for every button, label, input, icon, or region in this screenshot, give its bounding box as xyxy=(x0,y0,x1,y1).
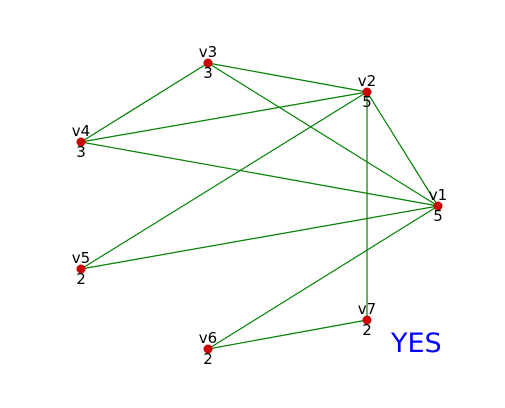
edge-v2-v4 xyxy=(80,91,368,143)
vertex-label-v6: v6 xyxy=(199,329,217,347)
vertex-degree-v5: 2 xyxy=(76,270,86,288)
vertex-v5 xyxy=(76,264,86,274)
edge-v2-v1 xyxy=(366,91,439,207)
verdict-text: YES xyxy=(390,328,442,359)
vertex-v3 xyxy=(203,58,213,68)
edge-v2-v5 xyxy=(80,91,368,270)
vertex-v6 xyxy=(203,344,213,354)
vertex-degree-v2: 5 xyxy=(362,93,372,111)
vertex-degree-v1: 5 xyxy=(433,207,443,225)
vertex-label-v5: v5 xyxy=(72,249,90,267)
vertex-v7 xyxy=(362,315,372,325)
edge-v3-v2 xyxy=(207,62,368,93)
label-layer: v1 5 v2 5 v3 3 v4 3 v5 2 v6 2 v7 2 xyxy=(72,43,447,368)
edge-v3-v1 xyxy=(207,62,439,207)
vertex-label-v3: v3 xyxy=(199,43,217,61)
edge-v6-v1 xyxy=(207,205,439,350)
vertex-degree-v7: 2 xyxy=(362,321,372,339)
edge-layer xyxy=(80,62,439,350)
vertex-v1 xyxy=(433,201,443,211)
vertex-degree-v6: 2 xyxy=(203,350,213,368)
vertex-v2 xyxy=(362,87,372,97)
vertex-label-v7: v7 xyxy=(358,300,376,318)
vertex-degree-v4: 3 xyxy=(76,143,86,161)
edge-v3-v4 xyxy=(80,62,209,143)
vertex-v4 xyxy=(76,137,86,147)
vertex-label-v1: v1 xyxy=(429,186,447,204)
vertex-degree-v3: 3 xyxy=(203,64,213,82)
vertex-layer xyxy=(76,58,443,354)
vertex-label-v2: v2 xyxy=(358,72,376,90)
edge-v6-v7 xyxy=(207,319,368,350)
vertex-label-v4: v4 xyxy=(72,122,90,140)
edge-v4-v1 xyxy=(80,141,439,207)
edge-v5-v1 xyxy=(80,205,439,270)
